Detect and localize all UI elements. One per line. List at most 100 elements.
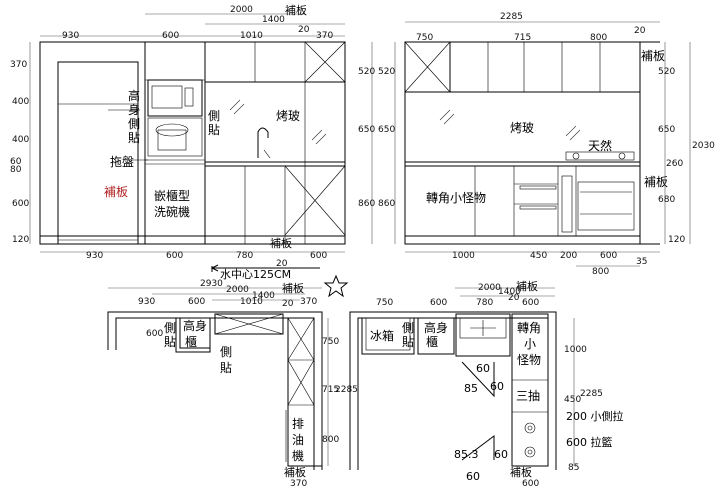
- p2-tall-2: 櫃: [426, 335, 438, 349]
- dim-e2-left-650: 650: [378, 125, 395, 135]
- dim-715: 715: [514, 33, 531, 43]
- dim-p1-bot-370: 370: [290, 479, 307, 488]
- dim-p2-1000: 1000: [564, 345, 587, 355]
- dim-p1-750: 750: [322, 337, 339, 347]
- dim-p1-left-600: 600: [146, 329, 163, 339]
- tri-label-b: 60: [490, 380, 504, 393]
- filler-label-p1: 補板: [282, 281, 304, 295]
- dishwasher-label-1: 嵌櫃型: [154, 189, 190, 203]
- dim-p1-2000: 2000: [226, 285, 249, 295]
- dim-e2-right-520: 520: [658, 67, 675, 77]
- dim-bot-780: 780: [236, 251, 253, 261]
- side-panel-label-2: 貼: [208, 122, 220, 137]
- dim-bot-930: 930: [86, 251, 103, 261]
- dim-p2-85: 85: [568, 463, 579, 473]
- elevation-right: 2285 750 715 800 20: [378, 12, 715, 277]
- dim-bot-600: 600: [166, 251, 183, 261]
- p1-side-3: 側: [220, 345, 232, 359]
- tall-side-label-2: 身: [128, 102, 140, 117]
- dim-right-520: 520: [358, 67, 375, 77]
- filler-right-1: 補板: [641, 49, 665, 63]
- dim-1400: 1400: [262, 15, 285, 25]
- p1-tall-2: 櫃: [185, 335, 197, 349]
- corner-monster-label: 轉角小怪物: [426, 191, 486, 205]
- filler-label-bottom-a: 補板: [270, 236, 292, 250]
- hood-3: 機: [292, 448, 304, 463]
- star-icon: [323, 274, 349, 298]
- dim-e2-600: 600: [600, 251, 617, 261]
- elevation-left: 2000 補板 1400 20 930 600 1010 370: [10, 3, 375, 298]
- dim-e2-1000: 1000: [452, 251, 475, 261]
- dim-e2-right-680: 680: [658, 195, 675, 205]
- natural-gas-label: 天然: [588, 138, 612, 153]
- dim-930: 930: [62, 31, 79, 41]
- dim-p2-2000: 2000: [478, 283, 501, 293]
- dim-p1-1400: 1400: [252, 291, 275, 301]
- plan-left: 2930 2000 補板 1400 20 930 600 1010 370 側 …: [107, 279, 358, 488]
- dim-p1-1010: 1010: [240, 297, 263, 307]
- dim-800e2: 800: [590, 33, 607, 43]
- plan-right: 2000 補板 1400 750 600 780 600 20 冰箱: [349, 279, 624, 488]
- dim-p1-715: 715: [322, 385, 339, 395]
- dim-2030: 2030: [692, 141, 715, 151]
- dim-600: 600: [162, 31, 179, 41]
- dim-e2-200: 200: [560, 251, 577, 261]
- dim-2285: 2285: [500, 12, 523, 22]
- dim-p1-600: 600: [188, 297, 205, 307]
- dim-e2-800: 800: [592, 267, 609, 277]
- dim-p1-2285: 2285: [335, 385, 358, 395]
- tri-label-d: 85.3: [454, 448, 479, 461]
- filler-right-2: 補板: [644, 175, 668, 189]
- dim-p2-750: 750: [376, 298, 393, 308]
- water-center-label: 水中心125CM: [220, 268, 291, 281]
- dim-e2-450: 450: [530, 251, 547, 261]
- dim-e2-left-860: 860: [378, 199, 395, 209]
- dim-e2-35: 35: [636, 257, 647, 267]
- dim-p2-20: 20: [508, 293, 520, 303]
- fridge-label: 冰箱: [370, 328, 394, 343]
- p2-tall-1: 高身: [424, 320, 448, 335]
- three-drawer-label: 三抽: [516, 389, 540, 403]
- dim-e2-left-520: 520: [378, 67, 395, 77]
- dim-bot-20: 20: [276, 259, 288, 269]
- dim-p2-600b: 600: [522, 298, 539, 308]
- dim-p2-600a: 600: [430, 298, 447, 308]
- dim-e2-right-120: 120: [668, 235, 685, 245]
- dim-p2-1400: 1400: [498, 287, 521, 297]
- dim-p1-930: 930: [138, 297, 155, 307]
- dim-left-80: 80: [10, 165, 22, 175]
- dim-e2-right-650: 650: [658, 125, 675, 135]
- corner-label-3: 怪物: [517, 353, 541, 367]
- p1-tall-1: 高身: [183, 318, 207, 333]
- glass-label-b: 烤玻: [510, 120, 534, 135]
- filler-label-p2: 補板: [516, 279, 538, 293]
- dim-20: 20: [298, 25, 310, 35]
- filler-label-top-a: 補板: [285, 3, 307, 17]
- dim-750: 750: [416, 33, 433, 43]
- tall-side-label-1: 高: [128, 88, 140, 103]
- dim-right-860: 860: [358, 199, 375, 209]
- dim-p1-800: 800: [322, 435, 339, 445]
- dim-left-120: 120: [12, 235, 29, 245]
- p2-side-2: 貼: [402, 334, 414, 349]
- dim-left-400a: 400: [12, 97, 29, 107]
- dim-right-650: 650: [358, 125, 375, 135]
- dim-p2-2285: 2285: [580, 389, 603, 399]
- hood-2: 油: [292, 433, 304, 447]
- filler-label-p1-bot: 補板: [284, 465, 306, 479]
- p1-side-4: 貼: [220, 360, 232, 375]
- side-panel-label-1: 側: [208, 109, 220, 123]
- tall-side-label-4: 貼: [128, 130, 140, 145]
- dim-left-60: 60: [10, 157, 22, 167]
- dim-left-370: 370: [10, 60, 27, 70]
- dim-left-600: 600: [12, 199, 29, 209]
- dim-e2-right-260: 260: [666, 159, 683, 169]
- mop-tray-label: 拖盤: [110, 155, 134, 169]
- tri-label-f: 60: [466, 470, 480, 483]
- p2-side-1: 側: [402, 321, 414, 335]
- dim-p2-780: 780: [476, 298, 493, 308]
- glass-label-a: 烤玻: [276, 108, 300, 123]
- dim-bot-600b: 600: [310, 251, 327, 261]
- dim-2000: 2000: [230, 5, 253, 15]
